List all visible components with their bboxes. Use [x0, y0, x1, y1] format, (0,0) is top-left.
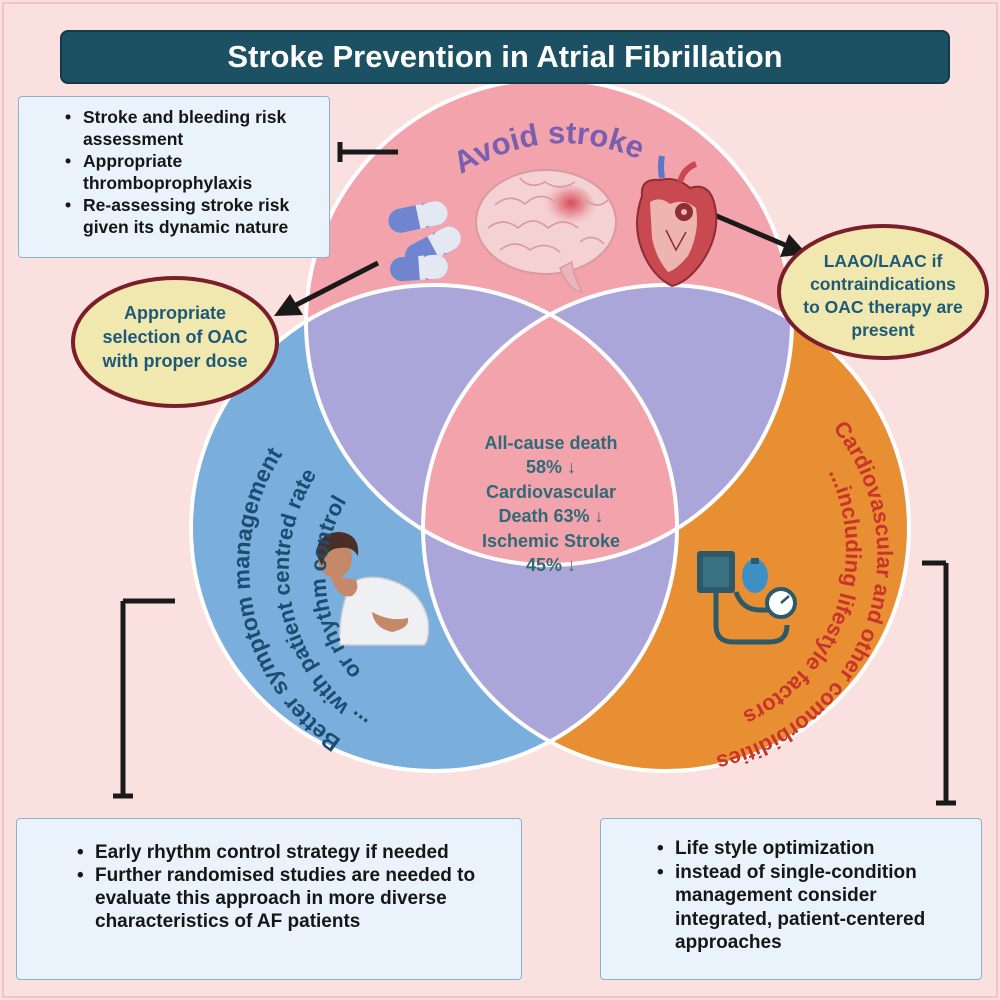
center-line-3: Cardiovascular	[486, 482, 616, 502]
rhythm-control-box: Early rhythm control strategy if needed …	[16, 818, 522, 980]
laao-line-4: present	[851, 320, 914, 340]
laao-callout: LAAO/LAAC if contraindications to OAC th…	[777, 224, 989, 360]
center-stats: All-cause death 58% ↓ Cardiovascular Dea…	[482, 433, 620, 575]
list-item: Life style optimization	[657, 837, 971, 861]
center-overlap	[423, 285, 677, 565]
list-item: instead of single-condition management c…	[657, 861, 971, 955]
heart-icon	[636, 155, 718, 288]
list-item: Appropriate thromboprophylaxis	[65, 150, 317, 194]
capsule-icon	[388, 201, 461, 282]
laao-line-2: contraindications	[810, 274, 956, 294]
laao-line-1: LAAO/LAAC if	[824, 251, 943, 271]
oac-line-3: with proper dose	[101, 351, 247, 371]
laao-line-3: to OAC therapy are	[803, 297, 963, 317]
patient-icon	[316, 532, 430, 646]
list-item: Re-assessing stroke risk given its dynam…	[65, 194, 317, 238]
list-item: Further randomised studies are needed to…	[77, 864, 509, 933]
lifestyle-box: Life style optimization instead of singl…	[600, 818, 982, 980]
oac-line-2: selection of OAC	[102, 327, 247, 347]
stroke-assessment-box: Stroke and bleeding risk assessment Appr…	[18, 96, 330, 258]
brain-icon	[475, 169, 617, 293]
arrows	[274, 211, 807, 316]
page-title: Stroke Prevention in Atrial Fibrillation	[60, 30, 950, 84]
center-line-6: 45% ↓	[526, 555, 576, 575]
center-line-1: All-cause death	[484, 433, 617, 453]
blood-pressure-monitor-icon	[697, 551, 797, 645]
center-line-4: Death 63% ↓	[498, 506, 603, 526]
list-item: Stroke and bleeding risk assessment	[65, 106, 317, 150]
center-line-2: 58% ↓	[526, 457, 576, 477]
oac-callout: Appropriate selection of OAC with proper…	[71, 276, 279, 408]
oac-line-1: Appropriate	[124, 303, 226, 323]
connectors	[113, 142, 956, 806]
list-item: Early rhythm control strategy if needed	[77, 841, 509, 864]
center-line-5: Ischemic Stroke	[482, 531, 620, 551]
